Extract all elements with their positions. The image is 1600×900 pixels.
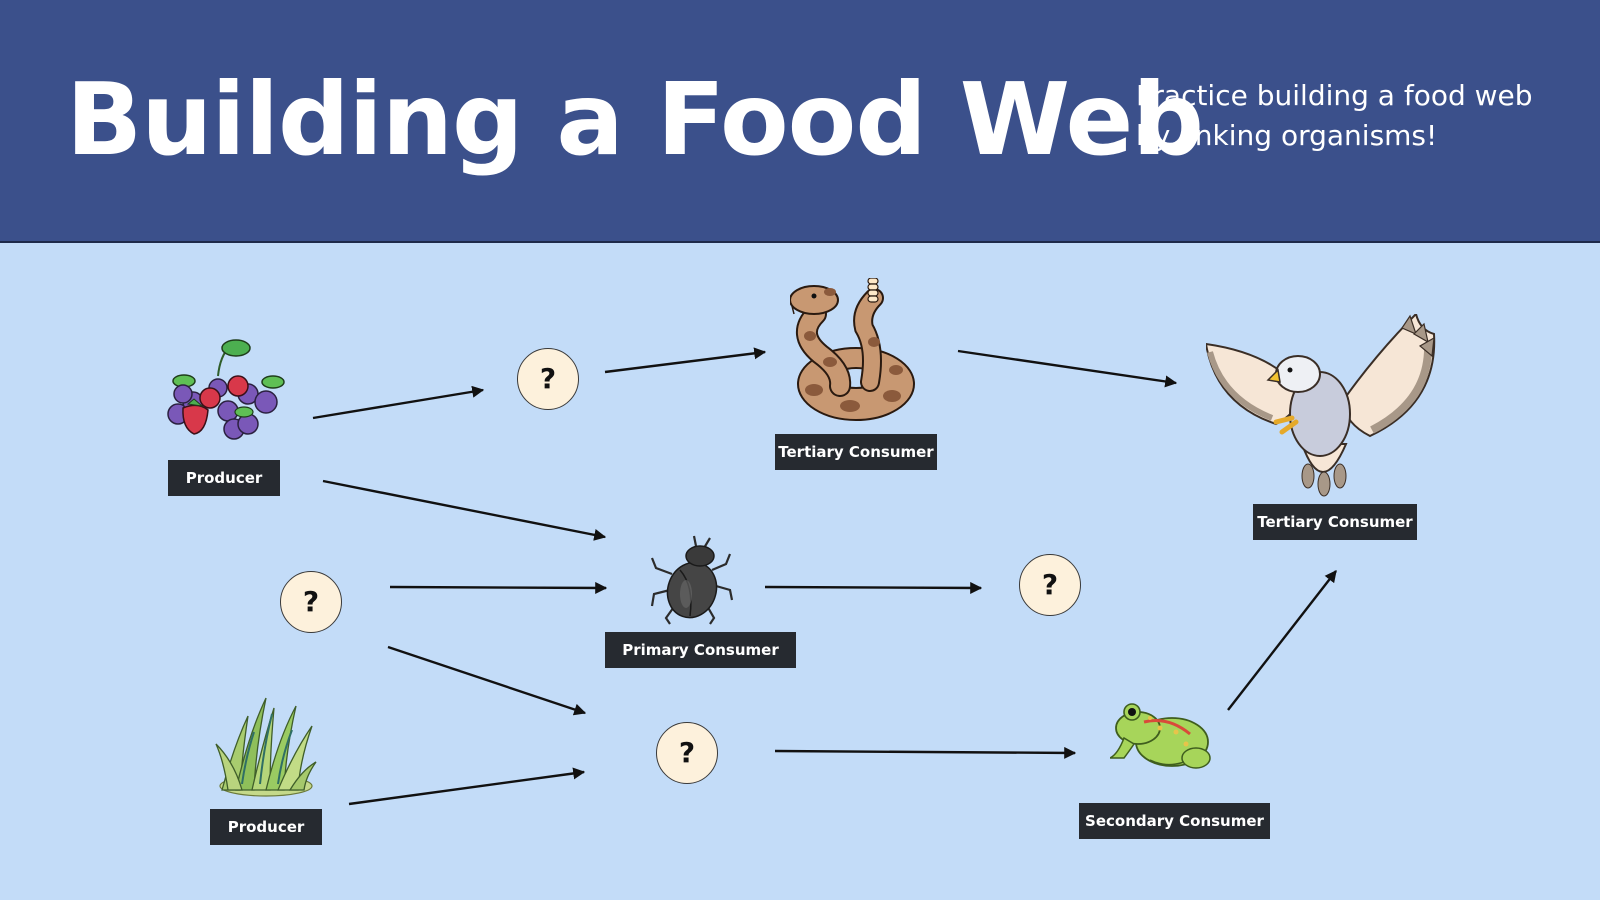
arrow-unknown-1-to-snake: [604, 347, 767, 374]
grass-icon: [215, 697, 317, 797]
page-title: Building a Food Web: [66, 61, 1204, 178]
unknown-organism-2[interactable]: ?: [280, 571, 342, 633]
frog-icon: [1110, 703, 1211, 769]
arrow-beetle-to-unknown-4: [764, 581, 983, 594]
header-banner: Building a Food Web Practice building a …: [0, 0, 1600, 243]
page-subtitle: Practice building a food web by linking …: [1136, 79, 1533, 152]
label-grass-producer: Producer: [210, 809, 322, 845]
beetle-icon: [650, 535, 734, 625]
label-frog-secondary-consumer: Secondary Consumer: [1079, 803, 1270, 839]
label-beetle-primary-consumer: Primary Consumer: [605, 632, 796, 668]
unknown-organism-1[interactable]: ?: [517, 348, 579, 410]
label-eagle-tertiary-consumer: Tertiary Consumer: [1253, 504, 1417, 540]
arrow-unknown-2-to-unknown-3: [387, 645, 587, 716]
arrow-snake-to-eagle: [957, 349, 1178, 388]
arrow-grass-to-unknown-3: [348, 767, 586, 806]
arrow-frog-to-eagle: [1227, 570, 1337, 711]
unknown-organism-3[interactable]: ?: [656, 722, 718, 784]
arrow-unknown-3-to-frog: [774, 746, 1077, 759]
unknown-organism-4[interactable]: ?: [1019, 554, 1081, 616]
eagle-icon: [1206, 314, 1436, 497]
arrow-berries-to-beetle: [322, 479, 607, 541]
berries-icon: [167, 339, 285, 440]
label-snake-tertiary-consumer: Tertiary Consumer: [775, 434, 937, 470]
arrow-unknown-2-to-beetle: [389, 581, 608, 594]
snake-icon: [790, 278, 915, 421]
label-berries-producer: Producer: [168, 460, 280, 496]
arrow-berries-to-unknown-1: [312, 385, 485, 420]
